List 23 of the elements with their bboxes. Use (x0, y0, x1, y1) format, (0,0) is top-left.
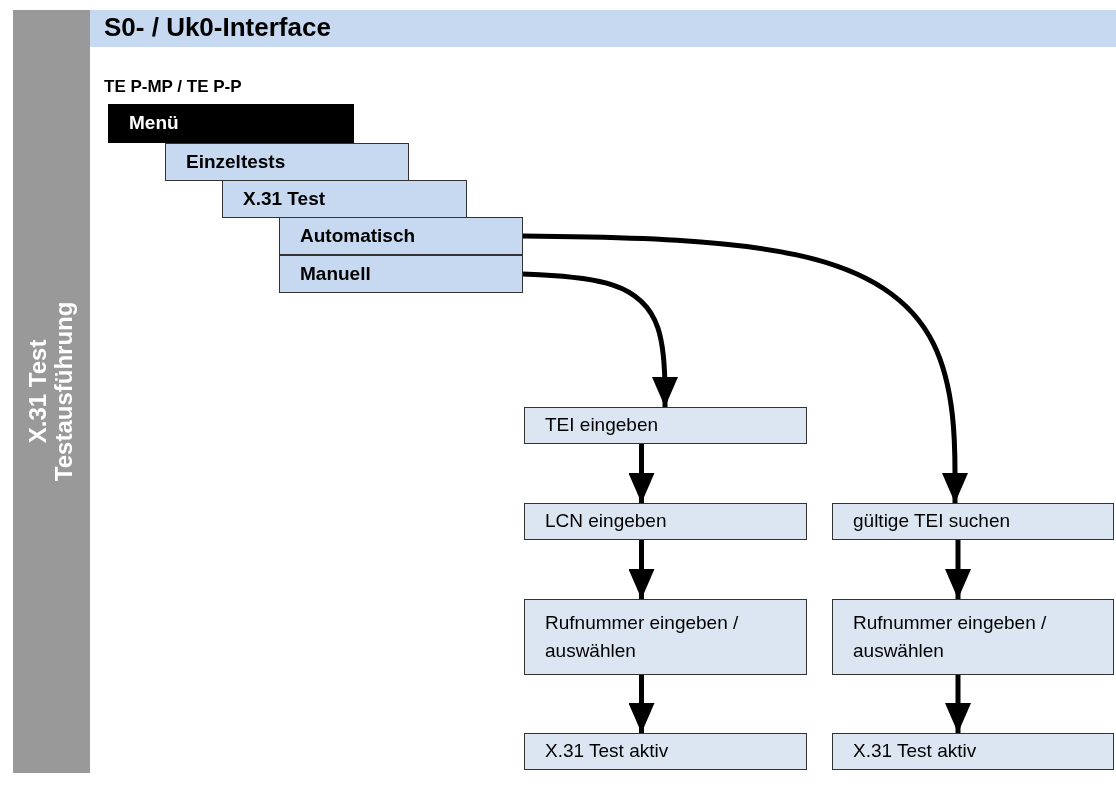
process-box: TEI eingeben (524, 407, 807, 444)
arrow (522, 233, 968, 503)
arrow (628, 675, 655, 733)
arrow (628, 444, 655, 503)
mode-label: TE P-MP / TE P-P (104, 78, 242, 97)
process-box: Rufnummer eingeben / auswählen (832, 599, 1114, 675)
menu-item: X.31 Test (222, 180, 467, 218)
side-heading: Testausführung (51, 301, 78, 482)
arrow (945, 540, 971, 599)
arrow (628, 540, 655, 599)
process-box: LCN eingeben (524, 503, 807, 540)
side-heading: X.31 Test (24, 339, 51, 444)
menu-item: Manuell (279, 255, 523, 293)
menu-item: Einzeltests (165, 143, 409, 181)
menu-item: Automatisch (279, 217, 523, 255)
process-box: X.31 Test aktiv (524, 733, 807, 770)
process-box: Rufnummer eingeben / auswählen (524, 599, 807, 675)
arrow (522, 271, 678, 407)
process-box: gültige TEI suchen (832, 503, 1114, 540)
process-box: X.31 Test aktiv (832, 733, 1114, 770)
menu-item: Menü (108, 104, 354, 143)
diagram-title: S0- / Uk0-Interface (104, 12, 331, 43)
arrow (945, 675, 971, 733)
